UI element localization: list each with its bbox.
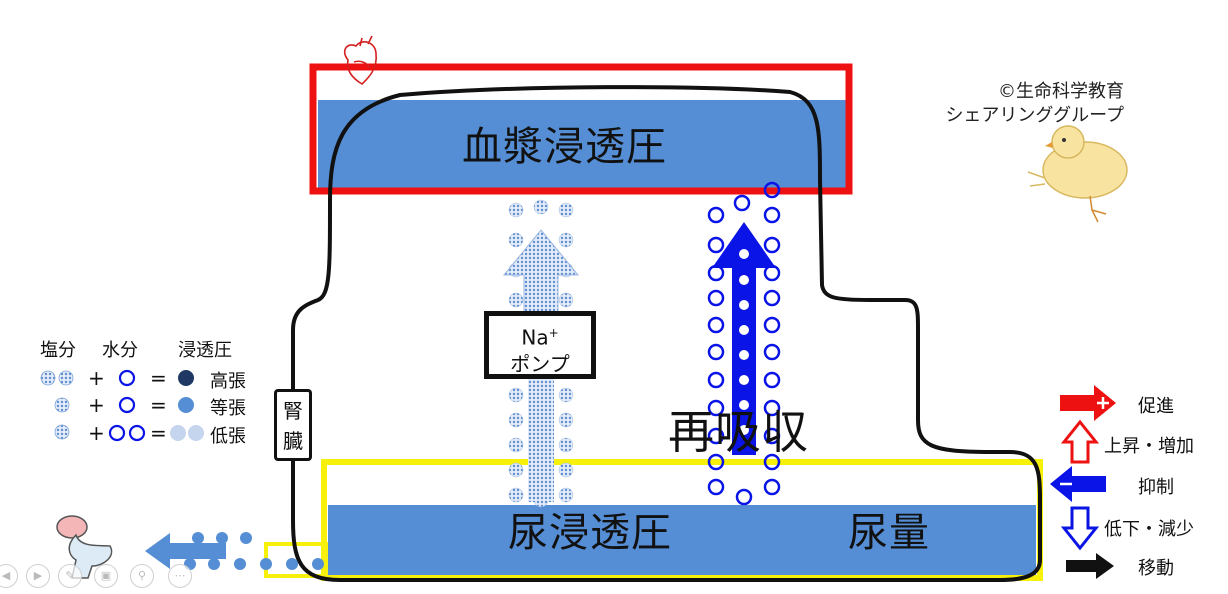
chick-illustration	[1027, 125, 1128, 223]
kidney-label-line1: 腎	[283, 399, 303, 423]
urine-volume-label: 尿量	[848, 510, 930, 556]
plasma-osmotic-pressure-label: 血漿浸透圧	[462, 124, 667, 170]
key-label-increase: 上昇・増加	[1104, 436, 1194, 457]
na-pump-label: Na+ ポンプ	[484, 311, 596, 379]
move-arrow-icon	[1066, 553, 1114, 579]
key-label-decrease: 低下・減少	[1104, 519, 1194, 540]
kidney-label: 腎 臓	[274, 389, 312, 461]
legend-plus: +	[88, 393, 105, 417]
legend-label-hypertonic: 高張	[210, 371, 246, 392]
slides-icon[interactable]: ▣	[94, 564, 118, 588]
reabsorption-label: 再吸収	[668, 405, 809, 459]
water-circle-columns	[707, 181, 781, 506]
inhibit-arrow-icon	[1050, 466, 1106, 502]
key-label-inhibit: 抑制	[1138, 477, 1174, 498]
increase-arrow-icon	[1060, 419, 1100, 464]
na-pump-line2: ポンプ	[510, 351, 570, 376]
key-label-promote: 促進	[1138, 396, 1174, 417]
legend-header-osmotic: 浸透圧	[178, 340, 232, 361]
legend-header-salt: 塩分	[40, 340, 76, 361]
outflow-arrow	[145, 533, 226, 569]
copyright-line2: シェアリンググループ	[945, 105, 1124, 126]
na-pump-line1: Na+	[521, 325, 559, 350]
outflow-dots	[184, 532, 324, 570]
toilet-icon	[56, 515, 113, 579]
water-arrow-inner-circles	[739, 249, 749, 435]
previous-icon[interactable]: ◀	[0, 564, 18, 588]
legend-plus: +	[88, 421, 105, 445]
plasma-box	[309, 63, 853, 195]
legend-label-hypotonic: 低張	[210, 426, 246, 447]
urine-fluid-band	[328, 505, 1036, 575]
legend-salt-icons	[40, 370, 74, 440]
heart-icon	[343, 35, 377, 86]
salt-arrow-shaft	[528, 378, 554, 502]
urine-osmotic-pressure-label: 尿浸透圧	[508, 510, 672, 556]
more-options-icon[interactable]: ⋯	[168, 564, 192, 588]
key-label-move: 移動	[1138, 558, 1174, 579]
decrease-arrow-icon	[1060, 506, 1100, 551]
legend-osmotic-icons	[170, 370, 204, 441]
legend-equals: =	[150, 393, 167, 417]
promote-arrow-icon	[1060, 385, 1116, 421]
kidney-label-line2: 臓	[283, 429, 303, 453]
legend-water-icons	[108, 369, 146, 442]
legend-equals: =	[150, 366, 167, 390]
legend-plus: +	[88, 366, 105, 390]
legend-equals: =	[150, 421, 167, 445]
copyright: ©生命科学教育 シェアリンググループ	[945, 80, 1124, 128]
water-up-arrow	[712, 222, 776, 455]
zoom-icon[interactable]: ⚲	[130, 564, 154, 588]
pen-icon[interactable]: ✎	[58, 564, 82, 588]
next-icon[interactable]: ▶	[26, 564, 50, 588]
copyright-line1: ©生命科学教育	[998, 81, 1124, 102]
plasma-fluid-band	[318, 100, 848, 188]
legend-header-water: 水分	[102, 340, 138, 361]
legend-label-isotonic: 等張	[210, 398, 246, 419]
kidney-outline	[291, 85, 1042, 582]
